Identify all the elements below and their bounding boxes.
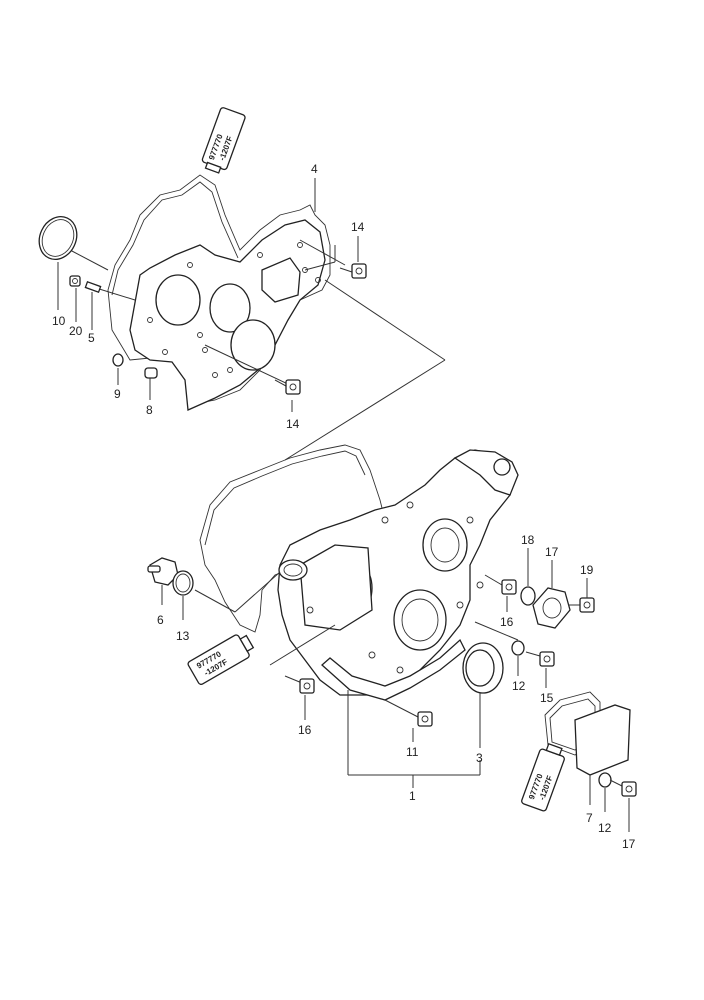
cover-plate-19: [532, 560, 571, 629]
washer-12-lower: [598, 772, 612, 812]
upper-leader-lines: [57, 178, 446, 461]
callout-18: 20: [69, 324, 83, 338]
callout-16-left: 16: [298, 723, 312, 737]
bolt-21: [568, 578, 595, 613]
bolt-14-upper: [339, 263, 367, 279]
o-ring-13: [172, 570, 281, 620]
callout-13: 13: [176, 629, 190, 643]
bolt-15: [525, 651, 555, 688]
o-ring-9: [112, 353, 124, 367]
gear-case: [277, 449, 519, 701]
callout-7: 7: [586, 811, 593, 825]
callout-3: 3: [476, 751, 483, 765]
bolt-14-lower: [274, 379, 301, 395]
stud-5: [84, 280, 102, 294]
bolt-16-right: [484, 574, 517, 612]
callout-8: 8: [146, 403, 153, 417]
callout-10: 10: [52, 314, 66, 328]
sealant-tube-middle: 977770 -1207F: [187, 634, 255, 685]
callout-1: 1: [409, 789, 416, 803]
bolt-11: [384, 699, 433, 742]
callout-5: 5: [88, 331, 95, 345]
crank-seal-3: [462, 642, 504, 748]
o-ring-20: [520, 548, 536, 606]
o-ring-10: [38, 216, 78, 260]
callout-19: 17: [545, 545, 559, 559]
cover-plate-7: [574, 704, 631, 805]
callout-4: 4: [311, 162, 318, 176]
callout-14-lower: 14: [286, 417, 300, 431]
callout-21: 19: [580, 563, 594, 577]
bolt-17: [609, 779, 637, 832]
timing-plate: [129, 219, 326, 411]
sealant-tube-upper: 977770 -1207F: [201, 107, 246, 174]
sealant-tube-right: 977770 -1207F: [521, 742, 565, 812]
callout-11: 11: [406, 745, 419, 759]
washer-12-mid: [474, 621, 525, 676]
bolt-16-left: [269, 624, 336, 720]
callout-9: 9: [114, 387, 121, 401]
callout-6: 6: [157, 613, 164, 627]
callout-labels: 4 14 14 10 20 5 9 8 6 13 16 11 3 1 18 17…: [52, 162, 636, 851]
callout-12-lower: 12: [598, 821, 612, 835]
callout-16-right: 16: [500, 615, 514, 629]
callout-20: 18: [521, 533, 535, 547]
callout-12-mid: 12: [512, 679, 526, 693]
callout-17: 17: [622, 837, 636, 851]
dowel-pin-8: [144, 367, 158, 379]
assembly-bracket-1: [347, 690, 481, 788]
nut-18: [69, 275, 81, 287]
callout-14-upper: 14: [351, 220, 365, 234]
callout-15: 15: [540, 691, 554, 705]
